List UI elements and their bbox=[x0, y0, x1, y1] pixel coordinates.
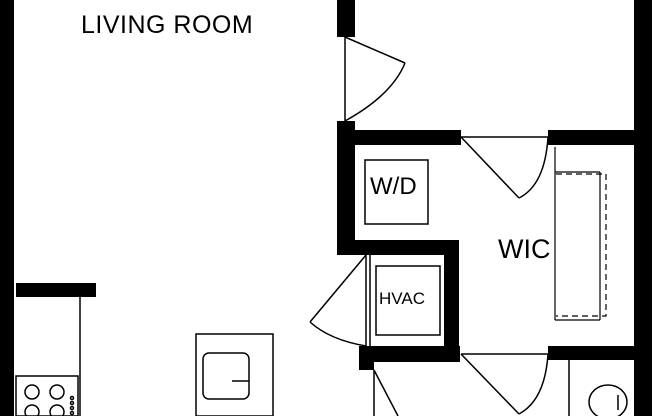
wall-bath-post bbox=[359, 346, 374, 370]
wall-bath-top-right bbox=[548, 346, 652, 360]
wall-hvac-right bbox=[444, 240, 459, 362]
wall-center-mid bbox=[337, 121, 355, 250]
hvac-label: HVAC bbox=[379, 289, 425, 308]
living-room-label: LIVING ROOM bbox=[81, 11, 254, 39]
kitchen-sink bbox=[195, 333, 274, 416]
door-bath-lower bbox=[373, 369, 399, 416]
closet-shelf bbox=[554, 147, 607, 321]
wall-closet-top bbox=[548, 130, 652, 145]
wall-left bbox=[0, 0, 14, 416]
walk-in-closet-label: WIC bbox=[498, 234, 551, 264]
washer-dryer-unit bbox=[364, 159, 429, 225]
door-closet-left bbox=[460, 136, 549, 199]
wall-laundry-top bbox=[337, 130, 461, 145]
door-hvac bbox=[309, 254, 367, 347]
wall-bath-top-left bbox=[359, 346, 460, 362]
washer-dryer-label: W/D bbox=[370, 173, 417, 200]
door-living-upper bbox=[344, 36, 406, 122]
stove bbox=[15, 375, 79, 416]
wall-kitchen-top bbox=[16, 283, 96, 297]
doors bbox=[309, 36, 549, 416]
door-bath-left bbox=[460, 353, 549, 415]
wall-center-top bbox=[337, 0, 355, 37]
hvac-unit bbox=[375, 265, 441, 336]
wall-right bbox=[634, 0, 652, 416]
toilet bbox=[588, 384, 628, 416]
partitions bbox=[79, 37, 570, 416]
wall-laundry-bottom bbox=[337, 240, 459, 255]
